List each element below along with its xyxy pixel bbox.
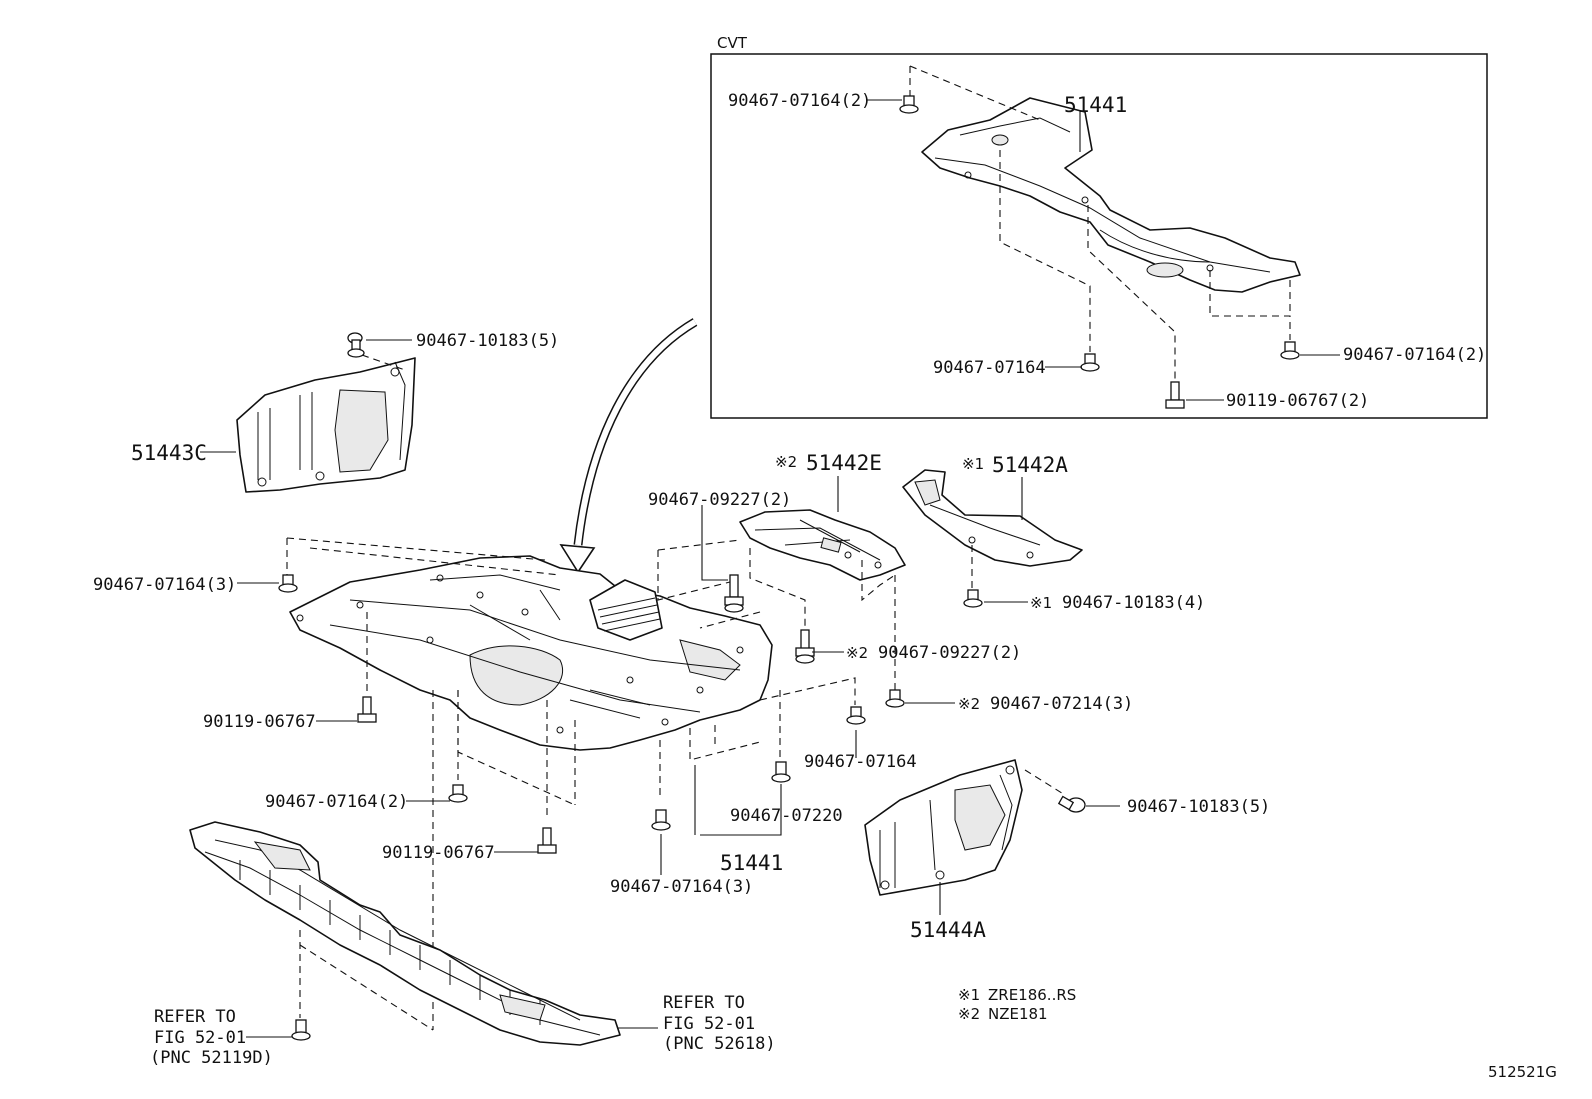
ref-left-line1: REFER TO: [154, 1007, 236, 1027]
bumper-bolt-icon[interactable]: [291, 1019, 311, 1041]
ref-left-line3: (PNC 52119D): [150, 1048, 273, 1068]
left-splash-shield[interactable]: [236, 357, 416, 493]
bumper-reinforcement[interactable]: [189, 821, 621, 1046]
label-shield-a-mark: ※1: [962, 455, 984, 473]
label-bottom-bolt-3: 90467-07164(3): [610, 877, 753, 897]
label-shield-e: 51442E: [806, 451, 882, 475]
figure-id: 512521G: [1488, 1063, 1557, 1081]
bottom-bolt-3-icon[interactable]: [651, 809, 671, 831]
label-bolt-e-2: 90467-09227(2): [878, 643, 1021, 663]
bolt-a-4-icon[interactable]: [963, 589, 983, 608]
main-engine-under-cover[interactable]: [289, 555, 773, 751]
cvt-inset-frame: [710, 53, 1488, 419]
label-bolt-a-4-mark: ※1: [1030, 594, 1052, 612]
ref-left-line2: FIG 52-01: [154, 1028, 246, 1048]
right-bolt-5-icon[interactable]: [1057, 795, 1086, 813]
label-right-bolt-5: 90467-10183(5): [1127, 797, 1270, 817]
shield-51442e[interactable]: [739, 509, 906, 581]
cvt-bolt-bottom-icon[interactable]: [1080, 353, 1100, 372]
note-1-text: ZRE186..RS: [988, 986, 1076, 1004]
label-cvt-cover: 51441: [1064, 93, 1127, 117]
ref-right-line3: (PNC 52618): [663, 1034, 776, 1054]
bolt-09227-icon[interactable]: [724, 574, 744, 613]
label-cvt-bolt-right: 90467-07164(2): [1343, 345, 1486, 365]
lower-left-bolt-2-icon[interactable]: [448, 784, 468, 803]
label-bolt-09227: 90467-09227(2): [648, 490, 791, 510]
label-bolt-07220: 90467-07220: [730, 806, 843, 826]
label-bolt-e-2-mark: ※2: [846, 644, 868, 662]
label-cvt-bolt-bottom: 90467-07164: [933, 358, 1046, 378]
label-shield-a: 51442A: [992, 453, 1068, 477]
label-cvt-bolt-top: 90467-07164(2): [728, 91, 871, 111]
label-left-shield: 51443C: [131, 441, 207, 465]
reference-right: REFER TO FIG 52-01 (PNC 52618): [663, 993, 776, 1054]
label-top-left-bolt: 90467-10183(5): [416, 331, 559, 351]
shield-51442a[interactable]: [902, 469, 1083, 567]
cvt-inset: CVT: [710, 34, 1488, 419]
left-bolt-3-icon[interactable]: [278, 574, 298, 593]
label-lower-left-bolt-2: 90467-07164(2): [265, 792, 408, 812]
mid-bolt-icon[interactable]: [846, 706, 866, 725]
label-right-shield: 51444A: [910, 918, 986, 942]
bolt-07220-icon[interactable]: [771, 761, 791, 783]
notes: ※1 ZRE186..RS ※2 NZE181: [958, 986, 1076, 1023]
note-2-text: NZE181: [988, 1005, 1048, 1023]
cvt-bolt-top-icon[interactable]: [899, 95, 919, 114]
cvt-engine-under-cover[interactable]: [921, 97, 1301, 293]
label-shield-e-mark: ※2: [775, 453, 797, 471]
note-2-mark: ※2: [958, 1005, 980, 1023]
note-1-mark: ※1: [958, 986, 980, 1004]
label-bolt-07214: 90467-07214(3): [990, 694, 1133, 714]
left-screw-icon[interactable]: [357, 696, 377, 723]
ref-right-line2: FIG 52-01: [663, 1014, 755, 1034]
label-main-cover: 51441: [720, 851, 783, 875]
bolt-07214-icon[interactable]: [885, 689, 905, 708]
lower-screw-icon[interactable]: [537, 827, 557, 854]
ref-right-line1: REFER TO: [663, 993, 745, 1013]
label-mid-bolt: 90467-07164: [804, 752, 917, 772]
cvt-inset-title: CVT: [717, 34, 748, 52]
label-bolt-07214-mark: ※2: [958, 695, 980, 713]
cvt-screw-icon[interactable]: [1165, 381, 1185, 409]
label-left-bolt-3: 90467-07164(3): [93, 575, 236, 595]
top-left-bolt-icon[interactable]: [347, 332, 365, 358]
right-splash-shield[interactable]: [864, 759, 1023, 896]
label-bolt-a-4: 90467-10183(4): [1062, 593, 1205, 613]
curved-arrow: [559, 318, 698, 574]
label-lower-screw: 90119-06767: [382, 843, 495, 863]
bolt-e-2-icon[interactable]: [795, 629, 815, 664]
reference-left: REFER TO FIG 52-01 (PNC 52119D): [150, 1007, 273, 1068]
label-left-screw: 90119-06767: [203, 712, 316, 732]
cvt-bolt-right-icon[interactable]: [1280, 341, 1300, 360]
label-cvt-screw: 90119-06767(2): [1226, 391, 1369, 411]
